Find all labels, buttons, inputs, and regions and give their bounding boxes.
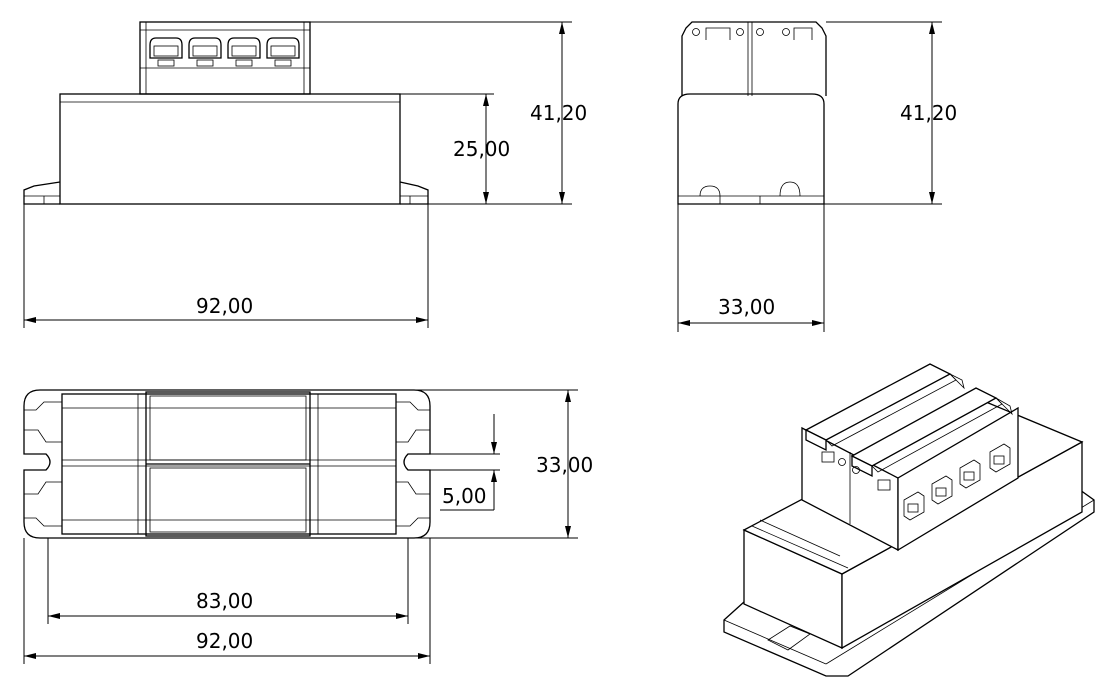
side-depth-label: 33,00	[718, 295, 775, 319]
top-view: 33,00 5,00 83,00 92,00	[23, 389, 593, 664]
top-hole-spacing-label: 83,00	[196, 589, 253, 613]
side-total-height-label: 41,20	[900, 101, 957, 125]
isometric-view	[723, 363, 1095, 677]
side-housing	[677, 93, 825, 205]
top-depth-label: 33,00	[536, 453, 593, 477]
front-body-height-label: 25,00	[453, 137, 510, 161]
front-total-height-label: 41,20	[530, 101, 587, 125]
front-view: 41,20 25,00 92,00	[23, 21, 587, 328]
iso-terminal-screws	[821, 443, 1011, 521]
front-width-label: 92,00	[196, 294, 253, 318]
side-view: 41,20 33,00	[677, 21, 957, 332]
top-width-label: 92,00	[196, 629, 253, 653]
front-housing	[59, 93, 401, 205]
top-housing	[61, 393, 397, 535]
top-slot-width-label: 5,00	[442, 484, 487, 508]
front-terminal-screws	[149, 37, 300, 67]
iso-terminal-side	[897, 406, 1019, 552]
side-terminal-block	[681, 21, 827, 96]
